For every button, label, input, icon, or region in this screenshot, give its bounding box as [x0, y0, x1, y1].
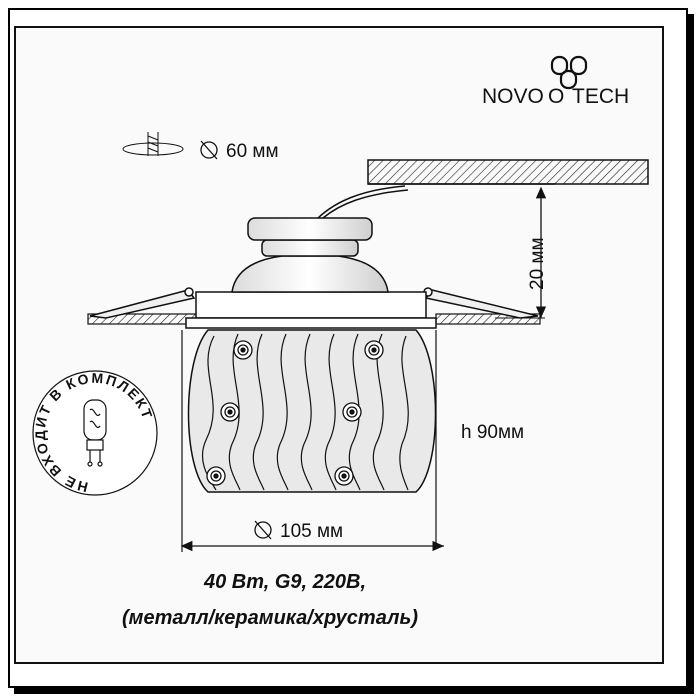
spec-line-2: (металл/керамика/хрусталь): [122, 607, 418, 629]
spec-line-1: 40 Вт, G9, 220В,: [203, 571, 366, 593]
crystal-rosette: [220, 402, 240, 422]
diameter-symbol-icon: [200, 140, 218, 160]
logo-text-left: NOVO: [482, 85, 544, 108]
mounting-ring: [89, 287, 539, 329]
shade-wave-lines: [201, 333, 409, 491]
bulb-not-included-badge: НЕ ВХОДИТ В КОМПЛЕКТ: [32, 370, 158, 496]
power-cable: [317, 185, 406, 219]
logo-mark-text: O: [548, 85, 564, 108]
ceramic-cap: [231, 217, 389, 293]
crystal-rosette: [342, 402, 362, 422]
g9-bulb-icon: [83, 399, 107, 467]
crystal-rosette: [233, 340, 253, 360]
logo-text-right: TECH: [572, 85, 629, 108]
diameter-label: 105 мм: [280, 521, 343, 542]
depth-label: 20 мм: [527, 237, 548, 290]
height-label: h 90мм: [461, 422, 524, 443]
cutout-hole-icon: [122, 132, 184, 156]
cutout-size-label: 60 мм: [226, 141, 279, 162]
brand-logo: NOVO O TECH: [482, 55, 629, 108]
crystal-rosette: [206, 466, 226, 486]
crystal-shade: [187, 329, 437, 493]
crystal-rosette: [364, 340, 384, 360]
crystal-rosettes: [206, 340, 384, 486]
logo-mark-icon: [550, 55, 588, 90]
crystal-rosette: [334, 466, 354, 486]
ceiling-slab: [367, 159, 649, 185]
diameter-symbol-icon: [254, 520, 272, 540]
